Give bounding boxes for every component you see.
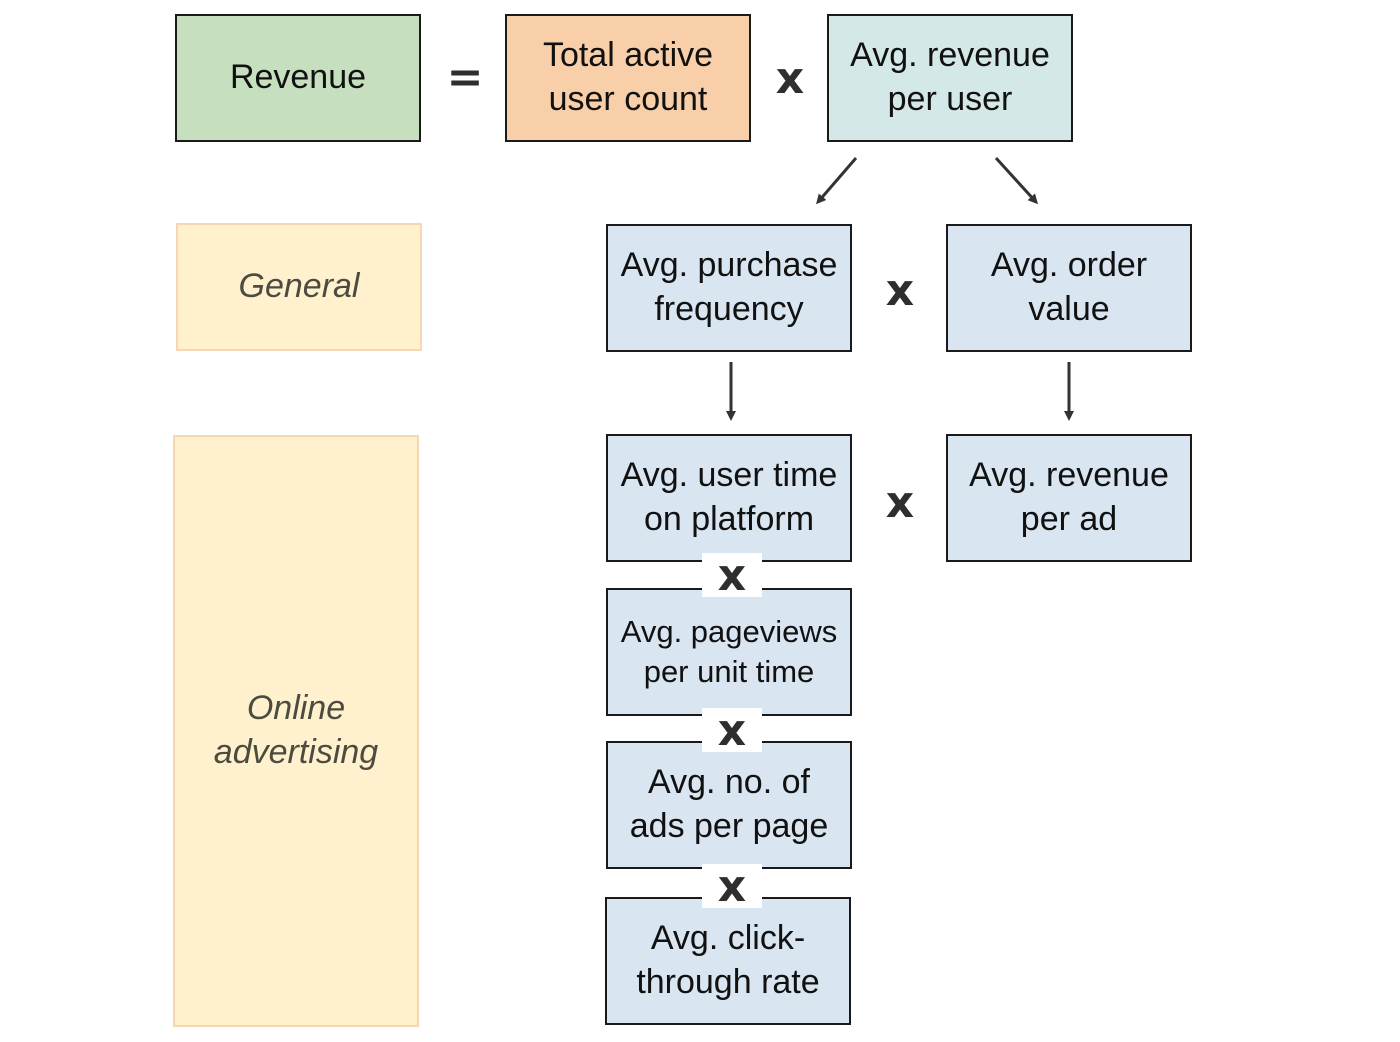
avg-revenue-per-ad-box: Avg. revenue per ad [946,434,1192,562]
avg-revenue-per-ad-label: Avg. revenue per ad [969,456,1169,538]
avg-click-through-rate-box: Avg. click- through rate [605,897,851,1025]
avg-purchase-frequency-box: Avg. purchase frequency [606,224,852,352]
general-label: General [238,267,360,306]
avg-no-of-ads-per-page-box: Avg. no. of ads per page [606,741,852,869]
avg-pageviews-per-unit-time-label: Avg. pageviews per unit time [620,614,838,689]
avg-user-time-on-platform-label: Avg. user time on platform [620,456,838,538]
avg-revenue-per-user-box: Avg. revenue per user [827,14,1073,142]
avg-no-of-ads-per-page-label: Avg. no. of ads per page [629,763,829,845]
revenue-box: Revenue [175,14,421,142]
times-operator-general: x [885,264,915,316]
avg-purchase-frequency-label: Avg. purchase frequency [620,246,838,328]
times-operator-chain-3: x [702,861,762,912]
arrow-arpu-to-purchase-frequency [816,157,858,205]
avg-order-value-box: Avg. order value [946,224,1192,352]
total-active-user-count-box: Total active user count [505,14,751,142]
times-operator-chain-1: x [702,550,762,601]
avg-click-through-rate-label: Avg. click- through rate [636,919,820,1001]
online-advertising-label: Online advertising [213,689,379,771]
avg-order-value-label: Avg. order value [990,246,1148,328]
times-operator-chain-2: x [702,705,762,756]
equals-operator: = [446,51,484,103]
avg-user-time-on-platform-box: Avg. user time on platform [606,434,852,562]
times-operator-online: x [885,476,915,528]
arrow-arpu-to-order-value [994,156,1039,205]
times-operator-top: x [775,52,805,104]
general-label-box: General [176,223,422,351]
online-advertising-label-box: Online advertising [173,435,419,1027]
avg-pageviews-per-unit-time-box: Avg. pageviews per unit time [606,588,852,716]
avg-revenue-per-user-label: Avg. revenue per user [850,36,1050,118]
total-active-user-count-label: Total active user count [542,36,714,118]
revenue-label: Revenue [229,58,367,97]
